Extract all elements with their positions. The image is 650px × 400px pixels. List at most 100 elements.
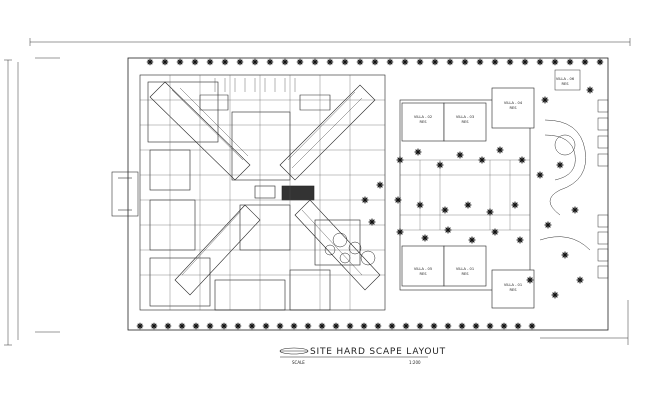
villa-sub: RES [509, 106, 517, 110]
villa-sub: RES [561, 82, 569, 86]
tree-symbol [526, 276, 534, 284]
tree-symbol [414, 148, 422, 156]
tree-symbol [491, 228, 499, 236]
tree-symbol [566, 58, 574, 66]
building-hatch [140, 75, 385, 310]
villa-footprints [401, 87, 535, 309]
tree-symbol [516, 236, 524, 244]
cabins-right [554, 69, 609, 279]
tree-symbol [486, 322, 494, 330]
tree-symbol [514, 322, 522, 330]
tree-symbol [464, 201, 472, 209]
site-boundary [127, 57, 609, 331]
parking-stalls [214, 78, 296, 92]
trees [136, 58, 604, 330]
villa-label: VILLA - 05 [414, 267, 432, 271]
tree-symbol [458, 322, 466, 330]
scale-label: SCALE [292, 360, 305, 365]
tree-symbol [431, 58, 439, 66]
tree-symbol [326, 58, 334, 66]
villa-label: VILLA - 06 [556, 77, 575, 81]
tree-symbol [586, 86, 594, 94]
tree-symbol [374, 322, 382, 330]
tree-symbol [176, 58, 184, 66]
tree-symbol [444, 226, 452, 234]
tree-symbol [206, 322, 214, 330]
tree-symbol [401, 58, 409, 66]
tree-symbol [361, 196, 369, 204]
scale-value: 1:200 [409, 360, 421, 365]
tree-symbol [262, 322, 270, 330]
tree-symbol [416, 58, 424, 66]
tree-symbol [491, 58, 499, 66]
tree-symbol [281, 58, 289, 66]
tree-symbol [446, 58, 454, 66]
tree-symbol [206, 58, 214, 66]
tree-symbol [266, 58, 274, 66]
villa-label: VILLA - 01 [456, 267, 474, 271]
tree-symbol [478, 156, 486, 164]
tree-symbol [536, 171, 544, 179]
garden-paths [539, 119, 591, 251]
tree-symbol [251, 58, 259, 66]
villa-label: VILLA - 01 [504, 283, 522, 287]
tree-symbol [444, 322, 452, 330]
tree-symbol [511, 201, 519, 209]
tree-symbol [368, 218, 376, 226]
tree-symbol [536, 58, 544, 66]
north-symbol [279, 347, 309, 355]
villa-01b-footprint [491, 269, 535, 309]
tree-symbol [311, 58, 319, 66]
tree-symbol [551, 291, 559, 299]
wing-detail [171, 87, 363, 276]
tree-symbol [386, 58, 394, 66]
tree-symbol [476, 58, 484, 66]
tree-symbol [544, 221, 552, 229]
tree-symbol [461, 58, 469, 66]
villa-zone-grid [399, 99, 531, 291]
tree-symbol [192, 322, 200, 330]
tree-symbol [541, 96, 549, 104]
tree-symbol [191, 58, 199, 66]
dimension-lines [4, 38, 631, 346]
tree-symbol [430, 322, 438, 330]
tree-symbol [394, 196, 402, 204]
tree-symbol [388, 322, 396, 330]
tree-symbol [164, 322, 172, 330]
tree-symbol [376, 181, 384, 189]
tree-symbol [146, 58, 154, 66]
tree-symbol [506, 58, 514, 66]
villa-02-footprint [401, 102, 445, 142]
tree-symbol [500, 322, 508, 330]
tree-symbol [332, 322, 340, 330]
tree-symbol [396, 156, 404, 164]
title-block: SITE HARD SCAPE LAYOUT SCALE 1:200 [279, 347, 445, 365]
tree-symbol [561, 251, 569, 259]
villa-05-footprint [401, 245, 445, 287]
tree-symbol [178, 322, 186, 330]
entrance-gate [111, 171, 139, 217]
tree-symbol [136, 322, 144, 330]
tree-symbol [402, 322, 410, 330]
tree-symbol [356, 58, 364, 66]
villa-01a-footprint [443, 245, 487, 287]
courtyard-feature [324, 232, 376, 266]
villa-sub: RES [461, 272, 469, 276]
tree-symbol [486, 208, 494, 216]
tree-symbol [551, 58, 559, 66]
tree-symbol [416, 322, 424, 330]
tree-symbol [236, 58, 244, 66]
tree-symbol [441, 206, 449, 214]
tree-symbol [396, 228, 404, 236]
villa-sub: RES [419, 120, 427, 124]
tree-symbol [161, 58, 169, 66]
tree-symbol [421, 234, 429, 242]
tree-symbol [518, 156, 526, 164]
tree-symbol [416, 201, 424, 209]
villa-label: VILLA - 04 [504, 101, 523, 105]
tree-symbol [341, 58, 349, 66]
tree-symbol [304, 322, 312, 330]
villa-label: VILLA - 03 [456, 115, 474, 119]
tree-symbol [556, 161, 564, 169]
